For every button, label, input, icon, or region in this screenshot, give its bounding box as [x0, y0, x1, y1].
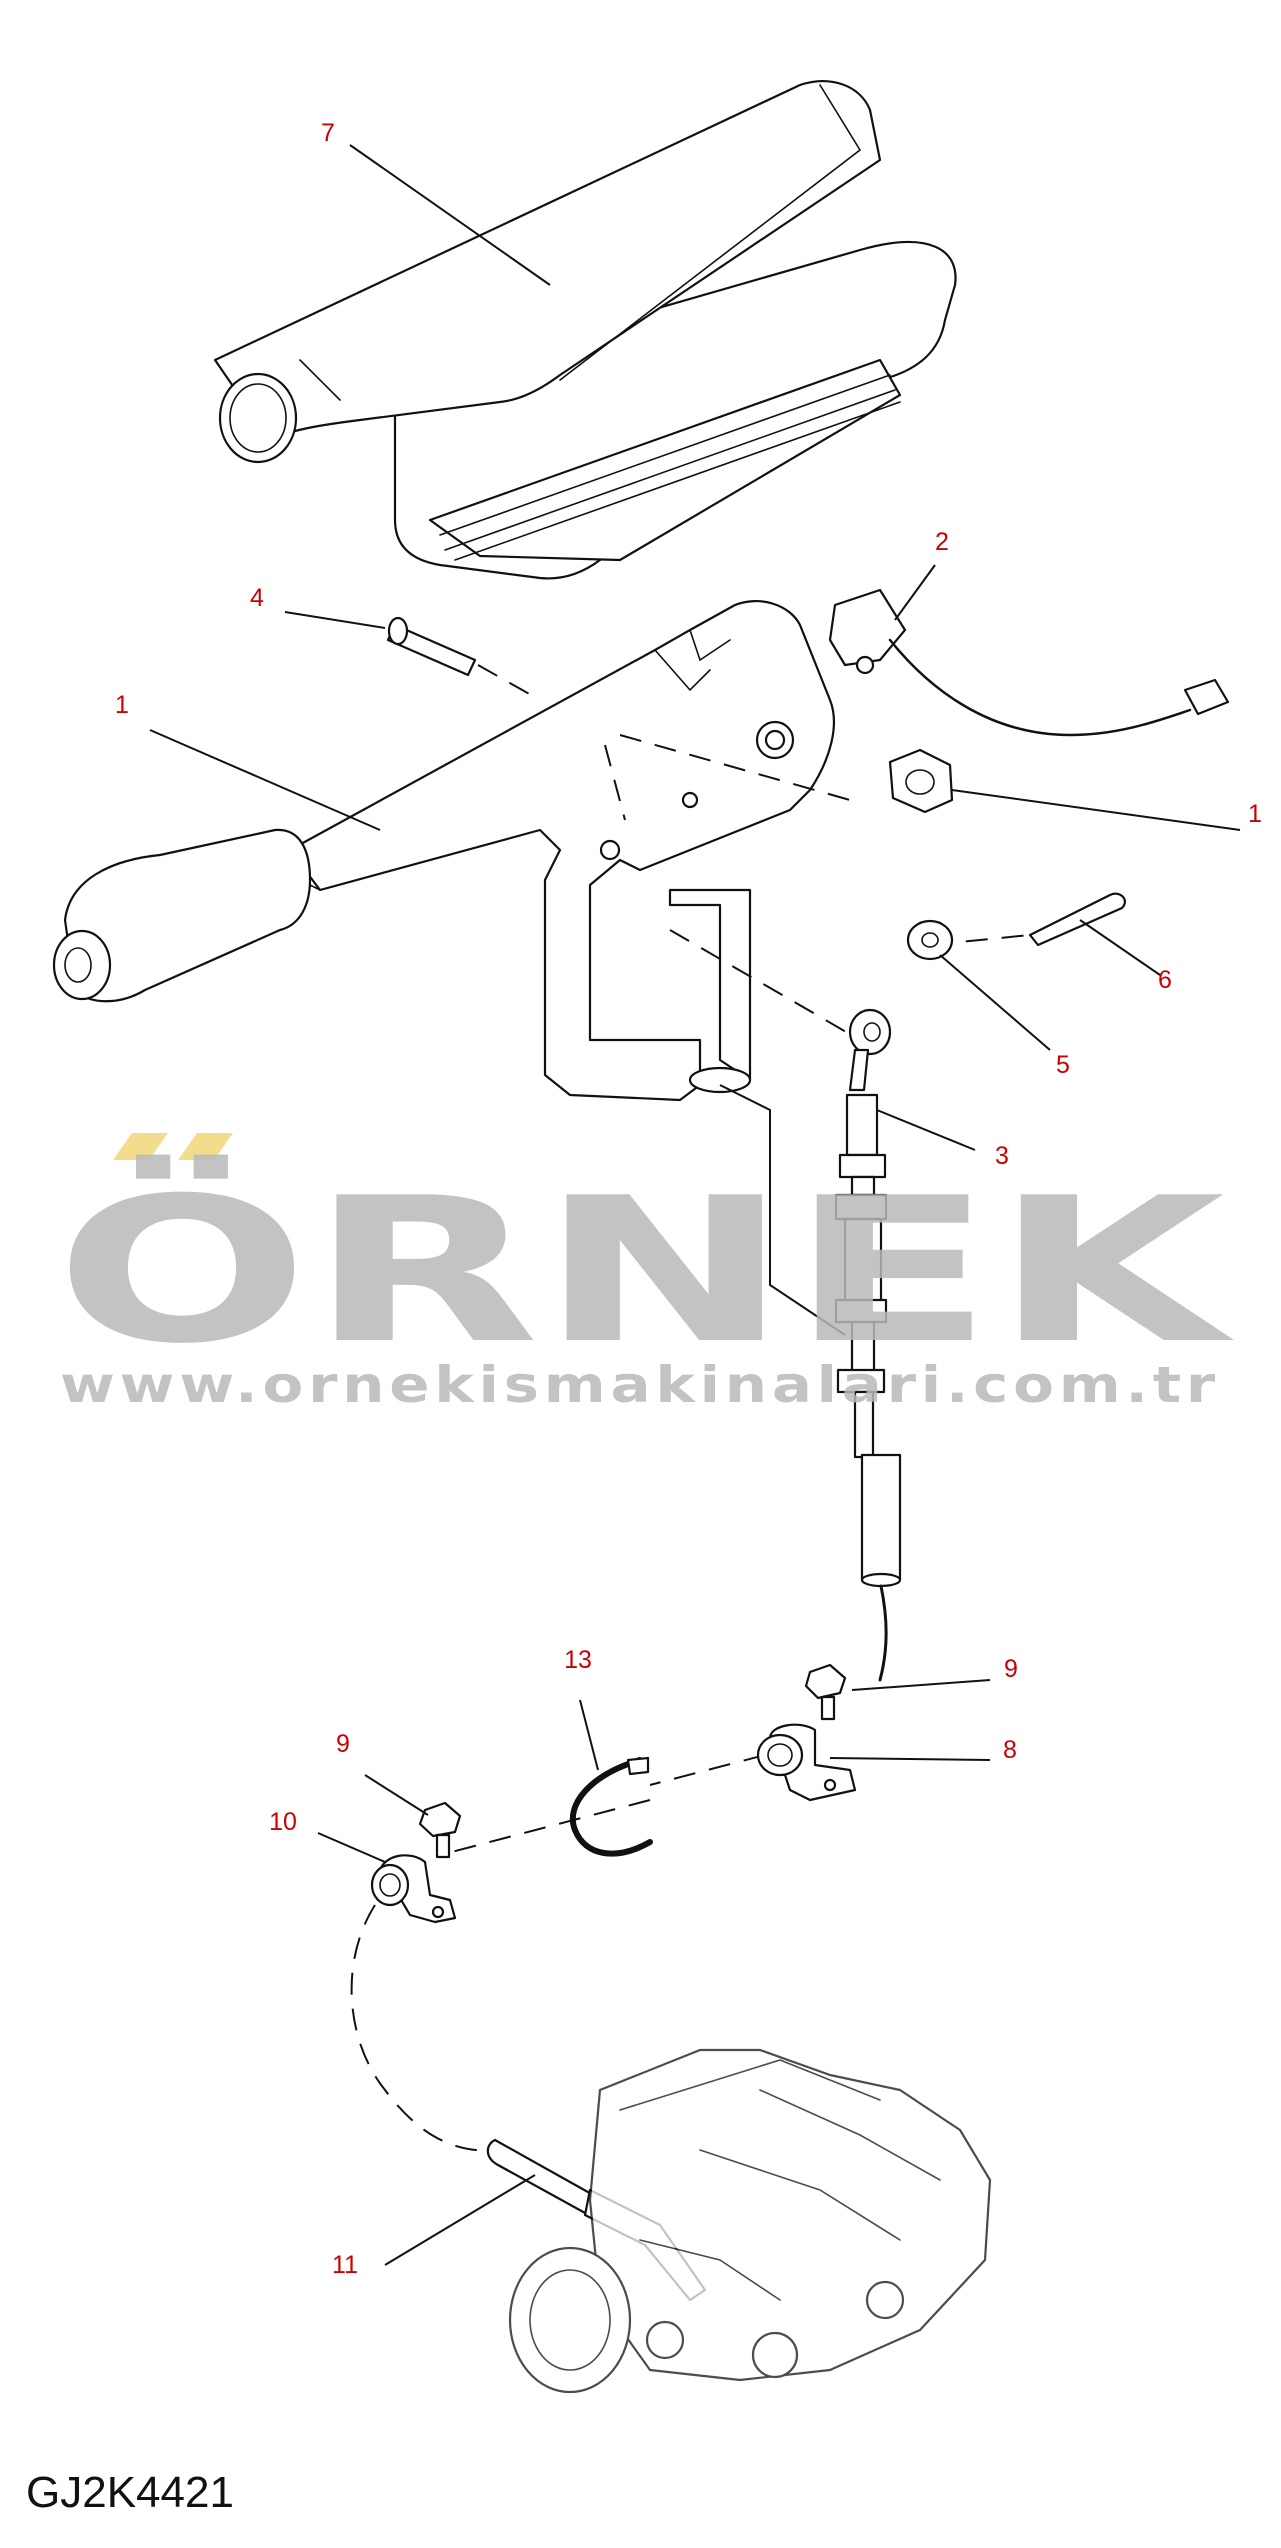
lever-boot [213, 80, 957, 580]
brake-caliper [508, 2048, 992, 2394]
callout-9-upper: 9 [1004, 1655, 1018, 1683]
leader-8 [829, 1757, 991, 1761]
bolt-lower [418, 1801, 462, 1859]
leader-7 [349, 144, 551, 286]
leader-9a [851, 1679, 991, 1691]
callout-9-lower: 9 [336, 1730, 350, 1758]
callout-7: 7 [321, 119, 335, 147]
callout-3: 3 [995, 1142, 1009, 1170]
leader-5 [939, 954, 1051, 1051]
clip-bracket-10 [370, 1854, 457, 1924]
callout-8: 8 [1003, 1736, 1017, 1764]
pin-axis [477, 664, 541, 701]
leader-3b [719, 1084, 846, 1336]
leader-11 [384, 2174, 536, 2266]
callout-labels: 7 2 4 1 1 6 5 3 13 9 8 9 10 11 [115, 119, 1262, 2279]
watermark: ÖRNEK www.ornekismakinalari.com.tr [55, 1133, 1235, 1414]
cable-route-lower [350, 1904, 501, 2152]
callout-10: 10 [269, 1808, 297, 1836]
leader-2 [894, 564, 936, 621]
callout-2: 2 [935, 528, 949, 556]
brake-cable [834, 1008, 902, 1682]
callout-1-nut: 1 [1248, 800, 1262, 828]
watermark-brand: ÖRNEK [55, 1154, 1235, 1388]
leader-9b [364, 1774, 429, 1816]
handbrake-switch [828, 588, 1230, 737]
leader-3 [876, 1109, 976, 1151]
watermark-accent-left [113, 1133, 168, 1160]
callout-4: 4 [250, 584, 264, 612]
lock-nut [888, 748, 954, 814]
watermark-url: www.ornekismakinalari.com.tr [60, 1356, 1220, 1414]
callout-1-lever: 1 [115, 691, 129, 719]
leader-4 [284, 611, 386, 629]
leader-10 [317, 1832, 386, 1863]
pivot-pin [386, 616, 477, 677]
cable-route-upper [649, 1754, 766, 1786]
callout-13: 13 [564, 1646, 592, 1674]
washer [906, 919, 954, 961]
bolt-upper [804, 1663, 847, 1721]
cable-strap [569, 1756, 653, 1857]
leader-1a [149, 729, 381, 831]
leader-13 [579, 1699, 599, 1771]
cable-route-mid [439, 1799, 651, 1856]
drawing-code: GJ2K4421 [26, 2468, 234, 2517]
leader-1b [951, 789, 1241, 831]
callout-5: 5 [1056, 1051, 1070, 1079]
callout-11: 11 [332, 2251, 358, 2279]
watermark-accent-right [178, 1133, 233, 1160]
handbrake-lever [52, 600, 861, 1102]
leader-6 [1079, 919, 1161, 976]
callout-6: 6 [1158, 966, 1172, 994]
split-pin [1028, 892, 1126, 947]
clip-bracket-8 [756, 1723, 857, 1802]
